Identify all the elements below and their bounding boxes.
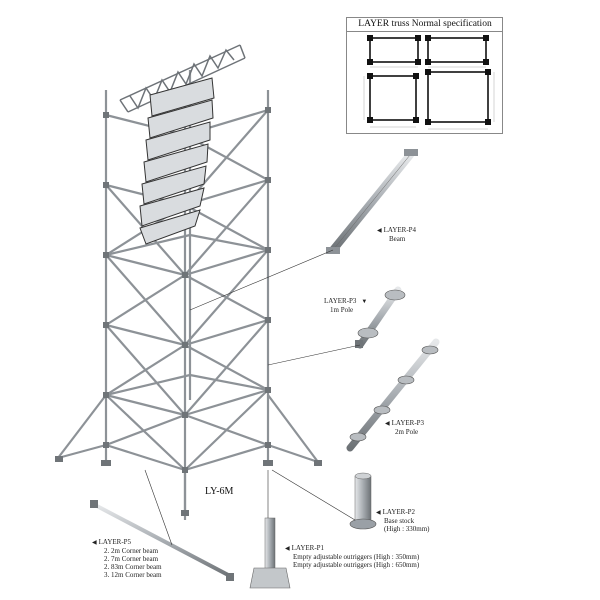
base-stock-p2 [349, 472, 377, 530]
pointer-triangle-icon: ◀ [376, 510, 381, 516]
outrigger-p1 [249, 517, 291, 589]
spec-dimension-lines [363, 66, 495, 130]
spec-square-3 [369, 75, 417, 121]
pointer-triangle-icon: ◀ [385, 421, 390, 427]
speaker-array [139, 77, 215, 245]
label-p2: ◀LAYER-P2 Base stock (High : 330mm) [376, 508, 430, 533]
corner-beam-p5 [90, 500, 234, 581]
tower-couplers [55, 107, 322, 516]
pointer-triangle-icon: ◀ [285, 546, 290, 552]
label-p3-1m-name: 1m Pole [330, 306, 354, 314]
leader-lines [144, 249, 361, 546]
label-p5-item: 2. 2m Corner beam [104, 547, 159, 555]
label-p1-line2: Empty adjustable outriggers (High : 650m… [293, 561, 420, 569]
label-p3-1m-code: LAYER-P3 [324, 297, 357, 305]
label-p5: ◀LAYER-P5 2. 2m Corner beam 2. 7m Corner… [92, 538, 162, 579]
label-p2-name: Base stock [384, 517, 415, 525]
label-p4-code: LAYER-P4 [383, 226, 417, 234]
label-p5-item: 2. 83m Corner beam [104, 563, 162, 571]
label-p5-code: LAYER-P5 [98, 538, 132, 546]
pole-1m-p3 [355, 286, 406, 349]
spec-square-4 [427, 71, 489, 123]
spec-square-2 [427, 37, 487, 63]
label-p1-code: LAYER-P1 [291, 544, 325, 552]
pole-2m-p3 [346, 338, 440, 452]
tower-model-label: LY-6M [205, 486, 234, 497]
label-p5-item: 2. 7m Corner beam [104, 555, 159, 563]
spec-panel-divider [346, 31, 503, 32]
label-p4-name: Beam [389, 235, 406, 243]
spec-square-1 [369, 37, 419, 63]
spec-title: LAYER truss Normal specification [358, 19, 492, 29]
beam-p4 [326, 149, 418, 254]
pointer-triangle-icon: ◀ [92, 540, 97, 546]
label-p3-2m: ◀LAYER-P3 2m Pole [385, 419, 424, 436]
spec-panel [346, 17, 503, 134]
label-p5-item: 3. 12m Corner beam [104, 571, 162, 579]
label-p3-1m: LAYER-P3 ▼ 1m Pole [324, 297, 369, 314]
pointer-triangle-icon: ◀ [377, 228, 382, 234]
spec-corner-nodes [367, 35, 491, 125]
pointer-triangle-icon: ▼ [361, 299, 368, 305]
label-p2-code: LAYER-P2 [382, 508, 416, 516]
label-p4: ◀LAYER-P4 Beam [377, 226, 416, 243]
label-p1: ◀LAYER-P1 Empty adjustable outriggers (H… [285, 544, 419, 569]
label-p2-note: (High : 330mm) [384, 525, 430, 533]
label-p3-2m-name: 2m Pole [395, 428, 419, 436]
label-p3-2m-code: LAYER-P3 [391, 419, 425, 427]
label-p1-line1: Empty adjustable outriggers (High : 350m… [293, 553, 420, 561]
